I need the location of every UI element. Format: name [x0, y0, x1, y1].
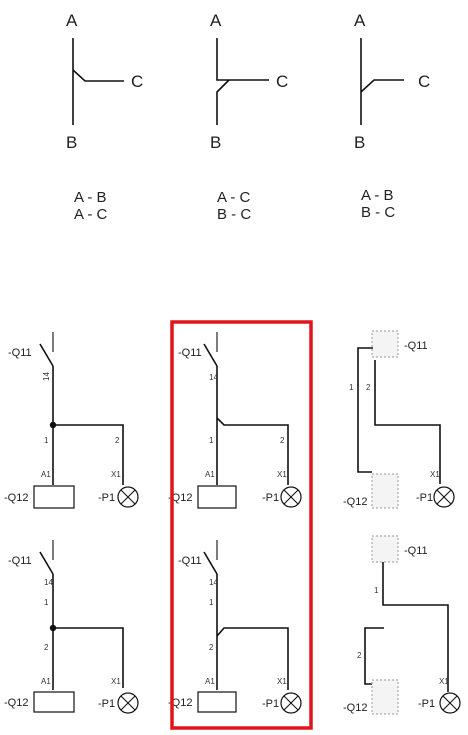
circuit-3-pin-2: 2 — [366, 383, 371, 392]
circuit-4-coil — [33, 691, 75, 713]
circuit-1-coil-label: -Q12 — [4, 492, 28, 504]
circuit-5-coil — [197, 691, 237, 713]
junction-symbol-1: A B C A - B A - C — [66, 11, 143, 223]
circuit-2-coil — [197, 485, 237, 509]
circuit-2-lamp-label: -P1 — [262, 492, 279, 504]
highlight-frame — [170, 320, 313, 730]
junction-1-label-c: C — [131, 72, 143, 91]
circuit-2-pin-2: 2 — [280, 436, 285, 445]
circuit-4: -Q11 14 1 2 A1 X1 -Q12 -P1 — [4, 540, 139, 714]
circuit-5-pin-1: 1 — [209, 598, 214, 607]
circuit-6-switch-terminal — [371, 535, 399, 563]
circuit-3-pin-x1: X1 — [430, 470, 440, 479]
circuit-6-pin-1: 1 — [374, 586, 379, 595]
junction-2-caption-2: B - C — [217, 206, 251, 223]
circuit-2-coil-label: -Q12 — [168, 492, 192, 504]
circuit-4-switch-label: -Q11 — [8, 555, 32, 567]
circuit-3-switch-label: -Q11 — [404, 340, 428, 352]
circuit-3-coil-terminal — [371, 473, 399, 509]
junction-3-caption-2: B - C — [361, 204, 395, 221]
circuit-2-pin-14: 14 — [209, 373, 218, 382]
circuit-5-pin-x1: X1 — [277, 677, 287, 686]
circuit-6: -Q11 1 2 X1 -Q12 -P1 — [343, 535, 461, 715]
circuit-3-lamp-icon — [433, 486, 455, 508]
junction-1-label-b: B — [66, 133, 77, 152]
circuit-6-switch-label: -Q11 — [404, 545, 428, 557]
circuit-4-lamp-icon — [117, 692, 139, 714]
junction-3-label-a: A — [354, 11, 366, 30]
circuit-6-lamp-icon — [439, 692, 461, 714]
circuit-4-pin-1: 1 — [44, 598, 49, 607]
junction-1-caption-1: A - B — [74, 189, 107, 206]
circuit-2-pin-a1: A1 — [205, 470, 215, 479]
circuit-6-pin-x1: X1 — [439, 677, 449, 686]
circuit-2-switch-label: -Q11 — [178, 347, 202, 359]
circuit-5-lamp-icon — [280, 692, 302, 714]
circuit-1: -Q11 14 1 2 A1 X1 -Q12 -P1 — [4, 332, 139, 509]
circuit-1-lamp-label: -P1 — [98, 492, 115, 504]
circuit-3-coil-label: -Q12 — [343, 496, 367, 508]
junction-symbol-2: A B C A - C B - C — [210, 11, 288, 223]
circuit-2-lamp-icon — [280, 486, 302, 508]
junction-1-label-a: A — [66, 11, 78, 30]
circuit-4-pin-x1: X1 — [111, 677, 121, 686]
circuit-5-pin-2: 2 — [209, 643, 214, 652]
circuit-5-coil-label: -Q12 — [168, 697, 192, 709]
circuit-3-pin-1: 1 — [349, 383, 354, 392]
circuit-6-coil-terminal — [371, 679, 399, 715]
circuit-1-coil — [33, 485, 75, 509]
junction-symbol-3: A B C A - B B - C — [354, 11, 430, 221]
circuit-1-switch-label: -Q11 — [8, 347, 32, 359]
circuit-5-switch-label: -Q11 — [178, 555, 202, 567]
junction-3-label-b: B — [354, 133, 365, 152]
junction-3-label-c: C — [418, 72, 430, 91]
circuit-4-pin-14: 14 — [44, 578, 53, 587]
circuit-3-switch-terminal — [371, 330, 399, 358]
circuit-1-pin-14: 14 — [42, 372, 51, 381]
junction-2-label-b: B — [210, 133, 221, 152]
circuit-4-lamp-label: -P1 — [98, 698, 115, 710]
junction-3-caption-1: A - B — [361, 187, 394, 204]
circuit-1-lamp-icon — [117, 486, 139, 508]
junction-2-label-a: A — [210, 11, 222, 30]
circuit-6-coil-label: -Q12 — [343, 702, 367, 714]
circuit-4-pin-a1: A1 — [41, 677, 51, 686]
circuit-5-pin-a1: A1 — [205, 677, 215, 686]
circuit-2: -Q11 14 1 2 A1 X1 -Q12 -P1 — [168, 332, 302, 509]
junction-2-label-c: C — [276, 72, 288, 91]
circuit-5-lamp-label: -P1 — [262, 698, 279, 710]
circuit-5: -Q11 14 1 2 A1 X1 -Q12 -P1 — [168, 540, 302, 714]
circuit-6-pin-2: 2 — [357, 651, 362, 660]
circuit-6-lamp-label: -P1 — [418, 698, 435, 710]
circuit-3-lamp-label: -P1 — [416, 492, 433, 504]
junction-2-caption-1: A - C — [217, 189, 251, 206]
circuit-1-pin-x1: X1 — [111, 470, 121, 479]
circuit-1-pin-a1: A1 — [41, 470, 51, 479]
circuit-5-pin-14: 14 — [209, 578, 218, 587]
circuit-1-pin-2: 2 — [115, 436, 120, 445]
circuit-3: -Q11 1 2 X1 -Q12 -P1 — [343, 330, 455, 509]
circuit-2-pin-x1: X1 — [277, 470, 287, 479]
circuit-4-coil-label: -Q12 — [4, 697, 28, 709]
circuit-1-pin-1: 1 — [44, 436, 49, 445]
circuit-4-pin-2: 2 — [44, 643, 49, 652]
junction-1-caption-2: A - C — [74, 206, 108, 223]
circuit-2-pin-1: 1 — [209, 436, 214, 445]
